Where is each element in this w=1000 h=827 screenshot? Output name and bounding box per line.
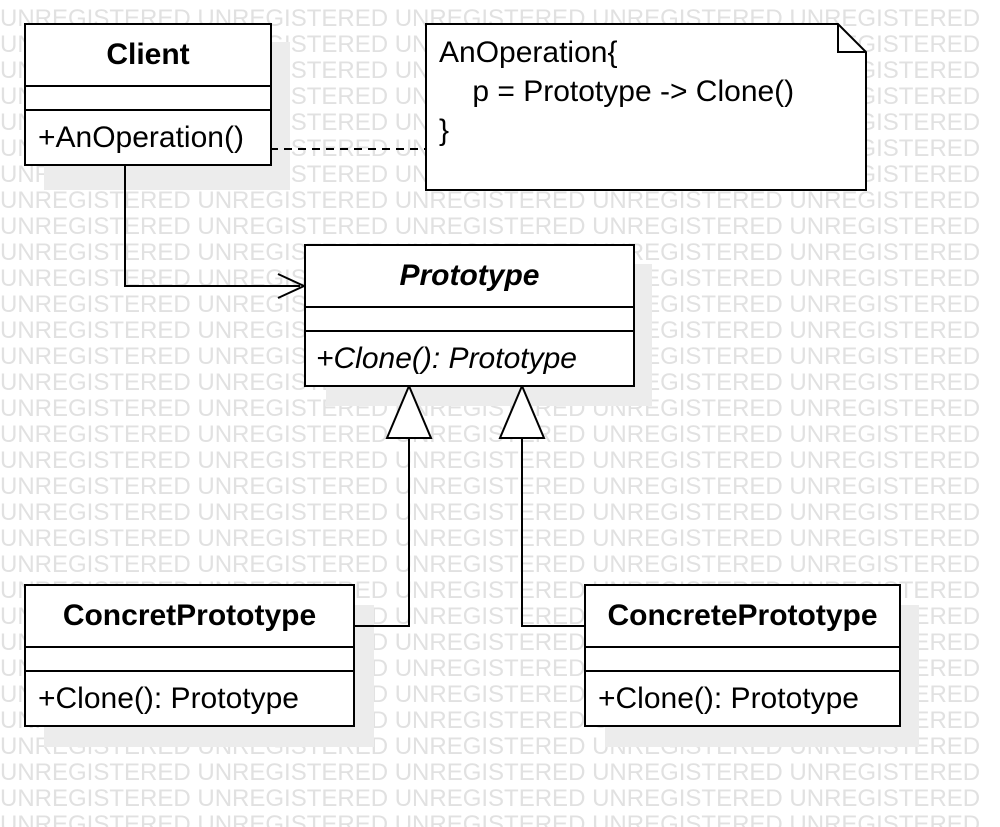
- concret-prototype-class[interactable]: ConcretPrototype +Clone(): Prototype: [24, 584, 355, 727]
- association-line: [124, 166, 300, 287]
- generalization-triangle-left: [385, 383, 433, 439]
- generalization-line-left: [354, 438, 410, 627]
- prototype-operation: +Clone(): Prototype: [316, 341, 577, 375]
- concrete-prototype-attributes-compartment: [586, 648, 899, 672]
- prototype-class-name: Prototype: [306, 246, 633, 308]
- note-line-2: p = Prototype -> Clone(): [439, 75, 795, 108]
- concrete-prototype-class-name: ConcretePrototype: [586, 586, 899, 648]
- note-line-3: }: [439, 114, 450, 147]
- concret-prototype-attributes-compartment: [26, 648, 353, 672]
- prototype-attributes-compartment: [306, 308, 633, 332]
- note-text: AnOperation{ p = Prototype -> Clone()}: [439, 33, 794, 150]
- generalization-triangle-right: [498, 383, 546, 439]
- prototype-class[interactable]: Prototype +Clone(): Prototype: [304, 244, 635, 387]
- concrete-prototype-class[interactable]: ConcretePrototype +Clone(): Prototype: [584, 584, 901, 727]
- note-line-1: AnOperation{: [439, 36, 618, 69]
- generalization-line-right: [521, 438, 585, 627]
- operation-note[interactable]: AnOperation{ p = Prototype -> Clone()}: [425, 23, 867, 191]
- concret-prototype-operation: +Clone(): Prototype: [38, 681, 299, 715]
- client-attributes-compartment: [26, 87, 270, 111]
- client-class[interactable]: Client +AnOperation(): [24, 23, 272, 166]
- client-class-name: Client: [26, 25, 270, 87]
- concrete-prototype-operation: +Clone(): Prototype: [598, 681, 859, 715]
- note-shape: [425, 23, 867, 191]
- concret-prototype-class-name: ConcretPrototype: [26, 586, 353, 648]
- client-operation: +AnOperation(): [38, 120, 244, 154]
